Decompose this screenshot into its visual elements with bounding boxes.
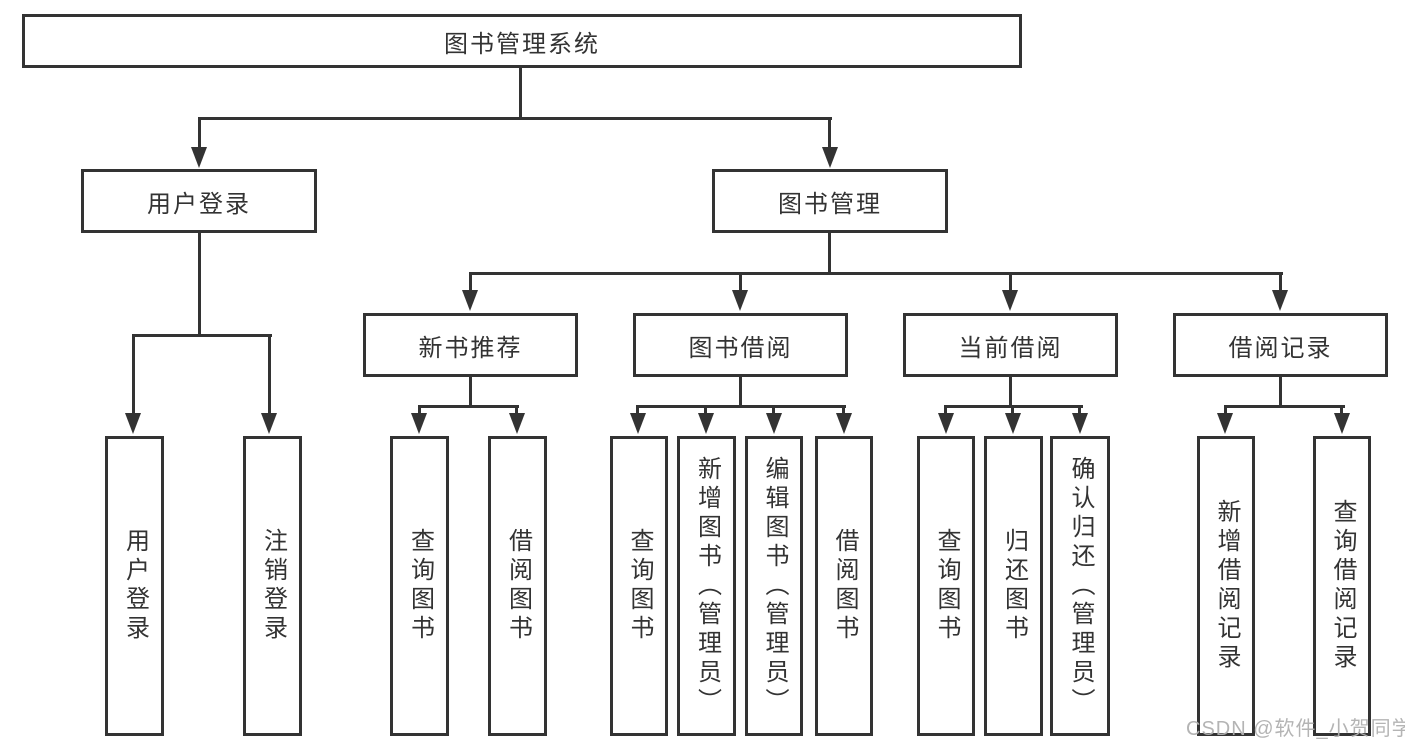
- arrow-down-icon: [732, 290, 748, 311]
- connector-vline: [739, 377, 742, 408]
- node-borrowing-records: 借阅记录: [1173, 313, 1388, 377]
- arrow-down-icon: [938, 413, 954, 434]
- node-borrowing-records-label: 借阅记录: [1228, 334, 1333, 362]
- connector-vline: [198, 233, 201, 337]
- arrow-down-icon: [411, 413, 427, 434]
- connector-hline: [198, 117, 832, 120]
- node-query-borrow-record-label: 查询借阅记录: [1329, 499, 1356, 673]
- node-return-book-label: 归还图书: [1000, 528, 1028, 644]
- connector-hline: [418, 405, 519, 408]
- node-query-books-newrec-label: 查询图书: [406, 528, 434, 644]
- node-user-login-label: 用户登录: [147, 190, 251, 218]
- node-edit-book-admin: 编辑图书（管理员）: [745, 436, 803, 736]
- node-current-borrowing: 当前借阅: [903, 313, 1118, 377]
- connector-vline: [1011, 405, 1014, 417]
- connector-vline: [1009, 377, 1012, 408]
- connector-hline: [132, 334, 272, 337]
- arrow-down-icon: [1217, 413, 1233, 434]
- connector-vline: [469, 377, 472, 408]
- node-user-login-leaf: 用户登录: [105, 436, 164, 736]
- arrow-down-icon: [1272, 290, 1288, 311]
- node-query-books-newrec: 查询图书: [390, 436, 449, 736]
- connector-vline: [1224, 405, 1227, 417]
- node-confirm-return-admin: 确认归还（管理员）: [1050, 436, 1110, 736]
- connector-vline: [828, 233, 831, 275]
- connector-vline: [469, 272, 472, 293]
- connector-hline: [469, 272, 1283, 275]
- node-new-book-recommend-label: 新书推荐: [418, 334, 523, 362]
- arrow-down-icon: [191, 147, 207, 168]
- node-book-borrowing-label: 图书借阅: [688, 334, 793, 362]
- node-query-books-current: 查询图书: [917, 436, 975, 736]
- connector-vline: [1078, 405, 1081, 417]
- arrow-down-icon: [1334, 413, 1350, 434]
- connector-vline: [268, 334, 271, 416]
- node-root-label: 图书管理系统: [444, 30, 600, 58]
- arrow-down-icon: [125, 413, 141, 434]
- arrow-down-icon: [822, 147, 838, 168]
- node-borrow-books-newrec-label: 借阅图书: [504, 528, 532, 644]
- arrow-down-icon: [766, 413, 782, 434]
- connector-vline: [198, 117, 201, 149]
- arrow-down-icon: [630, 413, 646, 434]
- node-borrow-books-newrec: 借阅图书: [488, 436, 547, 736]
- node-current-borrowing-label: 当前借阅: [958, 334, 1063, 362]
- node-query-books-borrow-label: 查询图书: [626, 528, 653, 644]
- connector-vline: [1279, 272, 1282, 293]
- connector-vline: [515, 405, 518, 417]
- node-new-book-recommend: 新书推荐: [363, 313, 578, 377]
- node-query-books-borrow: 查询图书: [610, 436, 668, 736]
- node-book-management: 图书管理: [712, 169, 948, 233]
- connector-vline: [828, 117, 831, 149]
- node-return-book: 归还图书: [984, 436, 1043, 736]
- connector-vline: [636, 405, 639, 417]
- node-add-borrow-record: 新增借阅记录: [1197, 436, 1255, 736]
- arrow-down-icon: [1005, 413, 1021, 434]
- connector-hline: [1224, 405, 1345, 408]
- arrow-down-icon: [698, 413, 714, 434]
- connector-vline: [1279, 377, 1282, 408]
- node-borrow-books-borrow-label: 借阅图书: [831, 528, 858, 644]
- node-query-borrow-record: 查询借阅记录: [1313, 436, 1371, 736]
- arrow-down-icon: [509, 413, 525, 434]
- watermark-text: CSDN @软件_小贺同学: [1186, 718, 1405, 740]
- arrow-down-icon: [462, 290, 478, 311]
- connector-vline: [739, 272, 742, 293]
- node-add-book-admin: 新增图书（管理员）: [677, 436, 736, 736]
- node-borrow-books-borrow: 借阅图书: [815, 436, 873, 736]
- node-user-login-leaf-label: 用户登录: [121, 528, 149, 644]
- connector-vline: [772, 405, 775, 417]
- connector-vline: [1340, 405, 1343, 417]
- arrow-down-icon: [1072, 413, 1088, 434]
- arrow-down-icon: [1002, 290, 1018, 311]
- node-add-borrow-record-label: 新增借阅记录: [1213, 499, 1240, 673]
- node-logout-leaf-label: 注销登录: [259, 528, 287, 644]
- connector-hline: [636, 405, 846, 408]
- connector-vline: [519, 68, 522, 117]
- arrow-down-icon: [836, 413, 852, 434]
- node-root: 图书管理系统: [22, 14, 1022, 68]
- node-edit-book-admin-label: 编辑图书（管理员）: [761, 455, 788, 717]
- node-user-login: 用户登录: [81, 169, 317, 233]
- connector-vline: [132, 334, 135, 416]
- connector-vline: [944, 405, 947, 417]
- connector-vline: [704, 405, 707, 417]
- node-add-book-admin-label: 新增图书（管理员）: [693, 455, 721, 717]
- connector-vline: [418, 405, 421, 417]
- node-logout-leaf: 注销登录: [243, 436, 302, 736]
- arrow-down-icon: [261, 413, 277, 434]
- node-query-books-current-label: 查询图书: [933, 528, 960, 644]
- node-confirm-return-admin-label: 确认归还（管理员）: [1067, 455, 1094, 717]
- node-book-management-label: 图书管理: [778, 190, 882, 218]
- connector-vline: [842, 405, 845, 417]
- node-book-borrowing: 图书借阅: [633, 313, 848, 377]
- connector-vline: [1009, 272, 1012, 293]
